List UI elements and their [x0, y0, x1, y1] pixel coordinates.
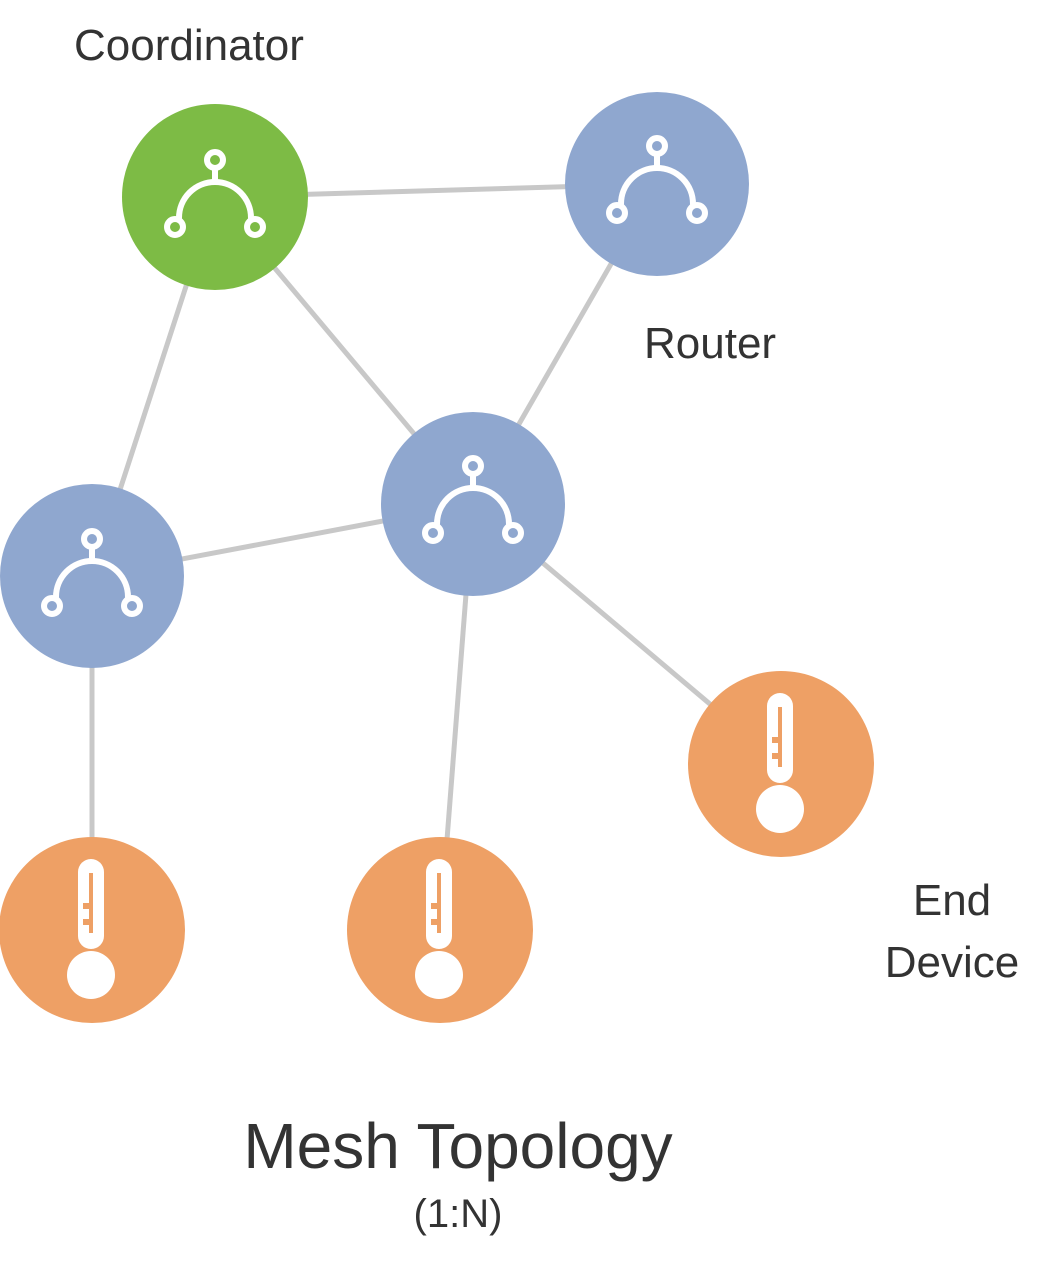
router-node-center — [381, 412, 565, 596]
end-device-label-line1: End — [912, 876, 992, 925]
diagram-title: Mesh Topology — [243, 1110, 673, 1182]
coordinator-label: Coordinator — [74, 21, 304, 70]
end-device-node-right — [688, 671, 874, 857]
end-device-label-line2: Device — [884, 938, 1020, 987]
end-device-label: End Device — [868, 870, 1036, 994]
diagram-subtitle: (1:N) — [413, 1192, 503, 1236]
end-device-node-middle — [347, 837, 533, 1023]
router-node-left — [0, 484, 184, 668]
router-node-top — [565, 92, 749, 276]
coordinator-node — [122, 104, 308, 290]
router-label: Router — [644, 319, 777, 368]
end-device-node-left — [0, 837, 185, 1023]
